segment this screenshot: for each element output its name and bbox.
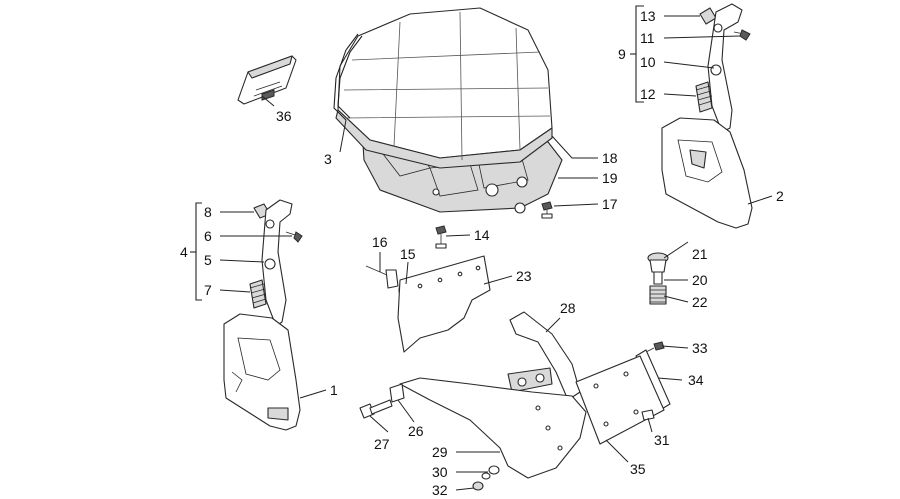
part-20-pin (653, 271, 663, 285)
part-6-screw-left (285, 231, 303, 243)
part-14-screw (435, 225, 447, 249)
callout-32: 32 (432, 482, 448, 498)
callout-1: 1 (330, 382, 338, 398)
callout-22: 22 (692, 294, 708, 310)
callout-15: 15 (400, 246, 416, 262)
callout-2: 2 (776, 188, 784, 204)
leader-lines (219, 15, 773, 491)
callout-labels: 1 2 3 4 5 6 7 8 9 10 11 12 13 14 15 16 1… (180, 8, 784, 498)
part-28-holder-arm (507, 311, 581, 401)
part-33-screw (645, 341, 665, 353)
callout-31: 31 (654, 432, 670, 448)
callout-23: 23 (516, 268, 532, 284)
part-5-hinge-arm-left (261, 199, 293, 327)
part-16-rod (365, 265, 399, 289)
callout-34: 34 (688, 372, 704, 388)
group-bracket-9 (630, 5, 644, 103)
callout-19: 19 (602, 170, 618, 186)
part-26-clip (389, 383, 405, 403)
callout-20: 20 (692, 272, 708, 288)
part-22-spring (649, 285, 667, 305)
part-35-plate (575, 355, 665, 445)
part-7-spring-left (249, 279, 267, 309)
callout-11: 11 (640, 30, 655, 46)
group-bracket-4 (190, 202, 202, 301)
part-11-screw-right (733, 29, 751, 41)
callout-18: 18 (602, 150, 618, 166)
part-12-spring-right (695, 81, 713, 113)
callout-14: 14 (474, 227, 490, 243)
callout-21: 21 (692, 246, 708, 262)
callout-5: 5 (204, 252, 212, 268)
part-10-hinge-arm-right (707, 3, 743, 133)
callout-29: 29 (432, 444, 448, 460)
part-36-bracket (237, 55, 297, 105)
part-27-bolt (359, 399, 393, 419)
callout-10: 10 (640, 54, 656, 70)
part-31-bolt (641, 409, 655, 421)
callout-33: 33 (692, 340, 708, 356)
part-3-seal-strip (333, 33, 363, 121)
callout-6: 6 (204, 228, 212, 244)
callout-35: 35 (630, 461, 646, 477)
part-13-pad-right (699, 7, 717, 25)
part-32-nut (472, 481, 484, 491)
callout-16: 16 (372, 234, 388, 250)
part-21-knob (647, 252, 669, 273)
callout-17: 17 (602, 196, 618, 212)
part-30-washer (481, 465, 500, 480)
part-23-flap (397, 255, 491, 353)
callout-9: 9 (618, 46, 626, 62)
part-2-side-panel-right (661, 117, 753, 229)
callout-13: 13 (640, 8, 656, 24)
callout-26: 26 (408, 423, 424, 439)
callout-12: 12 (640, 86, 656, 102)
callout-3: 3 (324, 151, 332, 167)
callout-28: 28 (560, 300, 576, 316)
part-17-screw (541, 201, 553, 219)
callout-30: 30 (432, 464, 448, 480)
callout-7: 7 (204, 282, 212, 298)
callout-8: 8 (204, 204, 212, 220)
part-18-lid-shell (335, 7, 553, 169)
part-1-side-panel-left (223, 313, 301, 431)
callout-4: 4 (180, 244, 188, 260)
callout-27: 27 (374, 436, 390, 452)
part-29-mudguard (399, 377, 587, 479)
callout-36: 36 (276, 108, 292, 124)
